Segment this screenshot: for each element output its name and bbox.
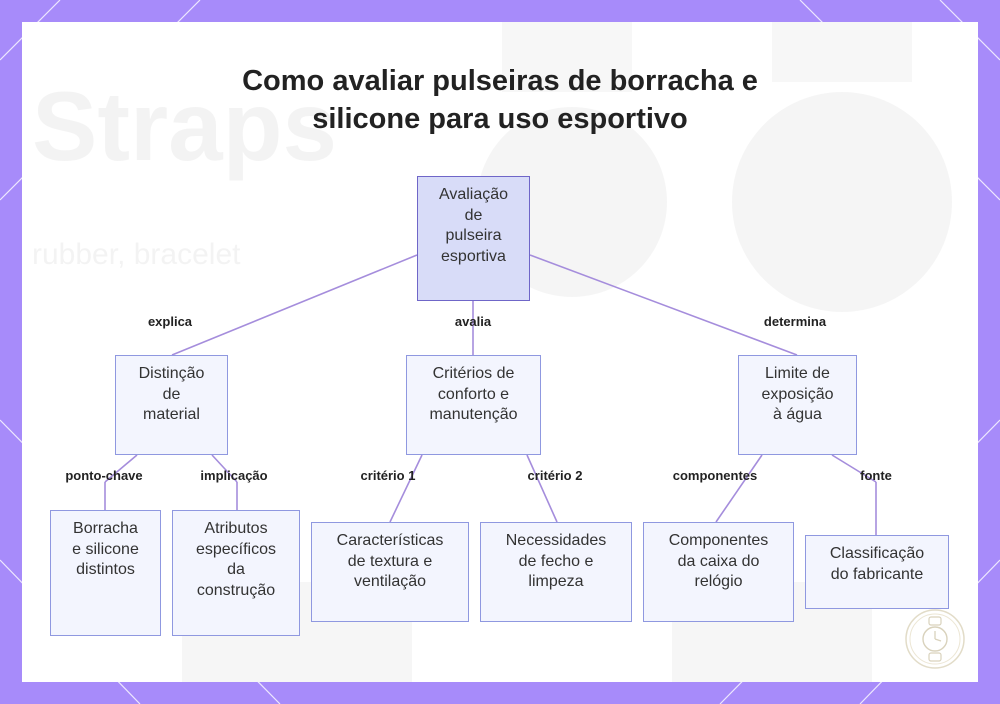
node-line: de [464,206,483,224]
node-line: Atributos [204,520,268,537]
node-line: Limite de [765,365,830,382]
node-avaliacao-pulseira: Avaliação de pulseira esportiva [417,176,530,301]
edge-criterios-fecho [526,454,558,523]
node-componentes-caixa: Componentes da caixa do relógio [643,522,794,622]
edge-label-avalia: avalia [454,314,492,329]
edge-label-criterio-1: critério 1 [360,468,416,483]
node-line: de textura e [347,552,433,570]
node-borracha-silicone: Borracha e silicone distintos [50,510,161,636]
background-word-rubber: rubber, bracelet [32,238,241,271]
node-line: Avaliação [438,186,509,203]
node-textura-ventilacao: Características de textura e ventilação [311,522,469,622]
node-line: distintos [76,561,135,578]
node-fecho-limpeza: Necessidades de fecho e limpeza [480,522,632,622]
background-word-straps: Straps [32,71,338,181]
node-line: Necessidades [505,532,607,549]
node-classificacao-fabricante: Classificação do fabricante [805,535,949,609]
edge-agua-caixa [715,454,763,523]
node-line: relógio [694,573,743,590]
node-line: pulseira [445,227,502,244]
node-line: Características [336,532,444,549]
edge-agua-fabricante [831,454,877,483]
edge-label-explica: explica [147,314,193,329]
connector-lines [104,254,877,535]
node-atributos-construcao: Atributos específicos da construção [172,510,300,636]
node-line: específicos [195,540,277,558]
node-line: do fabricante [830,565,924,583]
node-line: e silicone [72,540,139,558]
node-line: manutenção [429,406,518,423]
edge-material-borracha [104,454,138,483]
edge-root-material [171,254,418,356]
edge-root-agua [529,254,798,356]
node-distincao-material: Distinção de material [115,355,228,455]
node-criterios-conforto: Critérios de conforto e manutenção [406,355,541,455]
title-line-2: silicone para uso esportivo [312,103,688,135]
diagram-card: Straps rubber, bracelet Como avaliar pul… [22,22,978,682]
node-line: ventilação [353,573,427,590]
diagram-title: Como avaliar pulseiras de borracha e sil… [22,62,978,138]
node-line: à água [773,406,822,423]
edge-criterios-textura [389,454,423,523]
edge-label-determina: determina [763,314,827,329]
node-limite-agua: Limite de exposição à água [738,355,857,455]
node-line: Distinção [138,365,205,382]
node-line: construção [196,581,276,599]
node-line: Critérios de [432,365,515,382]
node-line: exposição [761,385,834,403]
node-line: Classificação [829,545,925,562]
title-line-1: Como avaliar pulseiras de borracha e [242,65,758,97]
node-line: conforto e [437,385,510,403]
edge-label-fonte: fonte [860,468,892,483]
node-line: de fecho e [518,552,594,570]
node-line: Borracha [73,520,138,537]
node-line: da [227,561,245,578]
node-line: Componentes [668,532,769,549]
edge-material-atributos [211,454,238,483]
edge-label-criterio-2: critério 2 [527,468,583,483]
node-line: material [143,406,200,423]
edge-label-ponto-chave: ponto-chave [65,468,143,483]
node-line: esportiva [441,247,506,265]
edge-label-implicacao: implicação [200,468,268,483]
node-line: de [162,385,181,403]
edge-label-componentes: componentes [672,468,758,483]
node-line: limpeza [528,573,584,590]
node-line: da caixa do [677,552,760,570]
watch-badge-icon [905,609,965,669]
